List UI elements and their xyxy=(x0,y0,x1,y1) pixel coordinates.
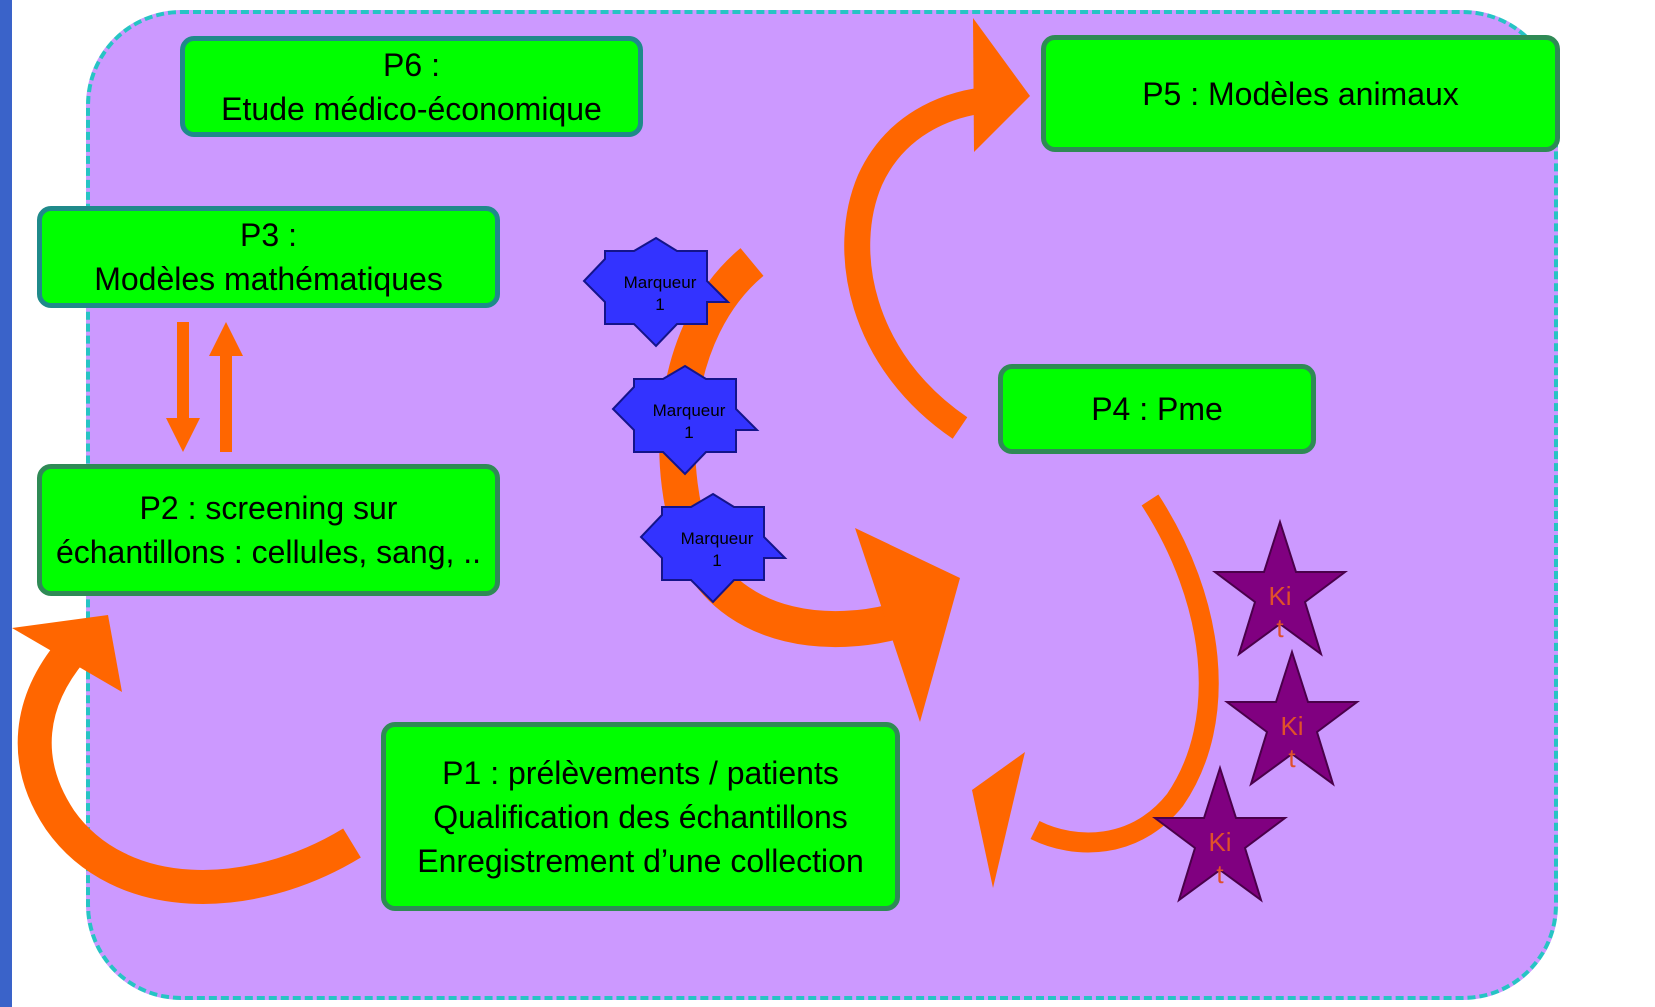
arrow-p2-to-p3 xyxy=(209,322,243,452)
kit-star-1 xyxy=(1212,518,1348,657)
box-p3-line2: Modèles mathématiques xyxy=(94,261,443,297)
kit-label-2: Ki t xyxy=(1262,710,1322,774)
box-p1-line1: P1 : prélèvements / patients xyxy=(442,754,839,791)
marker-badge-1 xyxy=(582,236,731,348)
arrow-p1-to-p2 xyxy=(12,615,361,904)
kit-label-2-line1: Ki xyxy=(1280,711,1304,741)
kit-label-3-line2: t xyxy=(1216,859,1224,889)
box-p3: P3 : Modèles mathématiques xyxy=(37,206,500,308)
marker-label-1: Marqueur 1 xyxy=(605,272,715,316)
kit-label-3: Ki t xyxy=(1190,826,1250,890)
marker-label-3-line2: 1 xyxy=(712,551,722,570)
kit-label-3-line1: Ki xyxy=(1208,827,1232,857)
box-p6: P6 : Etude médico-économique xyxy=(180,36,643,137)
kit-label-1-line2: t xyxy=(1276,613,1284,643)
marker-label-1-line1: Marqueur xyxy=(623,273,697,292)
kit-star-3 xyxy=(1152,764,1288,903)
box-p4-line1: P4 : Pme xyxy=(1091,391,1223,427)
kit-label-2-line2: t xyxy=(1288,743,1296,773)
box-p2-line1: P2 : screening sur xyxy=(139,490,398,526)
box-p1-line3: Enregistrement d’une collection xyxy=(417,842,864,879)
marker-badge-3 xyxy=(639,492,788,604)
box-p2-line2: échantillons : cellules, sang, .. xyxy=(55,534,482,570)
box-p6-line2: Etude médico-économique xyxy=(221,90,602,127)
box-p6-line1: P6 : xyxy=(383,46,440,83)
marker-label-2-line2: 1 xyxy=(684,423,694,442)
arrow-p3-to-p2 xyxy=(166,322,200,452)
arrow-markers-to-p4 xyxy=(659,248,960,722)
arrow-p4-to-p1 xyxy=(972,494,1219,888)
marker-label-3-line1: Marqueur xyxy=(680,529,754,548)
box-p5-line1: P5 : Modèles animaux xyxy=(1142,75,1459,112)
box-p4: P4 : Pme xyxy=(998,364,1316,454)
box-p2: P2 : screening sur échantillons : cellul… xyxy=(37,464,500,596)
left-edge-bar xyxy=(0,0,12,1007)
box-p1: P1 : prélèvements / patients Qualificati… xyxy=(381,722,900,911)
kit-label-1: Ki t xyxy=(1250,580,1310,644)
marker-badge-2 xyxy=(611,364,760,476)
marker-label-3: Marqueur 1 xyxy=(662,528,772,572)
arrow-p4-to-p5 xyxy=(844,18,1030,439)
box-p3-line1: P3 : xyxy=(240,217,297,253)
marker-label-2: Marqueur 1 xyxy=(634,400,744,444)
kit-label-1-line1: Ki xyxy=(1268,581,1292,611)
box-p1-line2: Qualification des échantillons xyxy=(433,798,848,835)
box-p5: P5 : Modèles animaux xyxy=(1041,35,1560,152)
marker-label-2-line1: Marqueur xyxy=(652,401,726,420)
marker-label-1-line2: 1 xyxy=(655,295,665,314)
kit-star-2 xyxy=(1224,648,1360,787)
